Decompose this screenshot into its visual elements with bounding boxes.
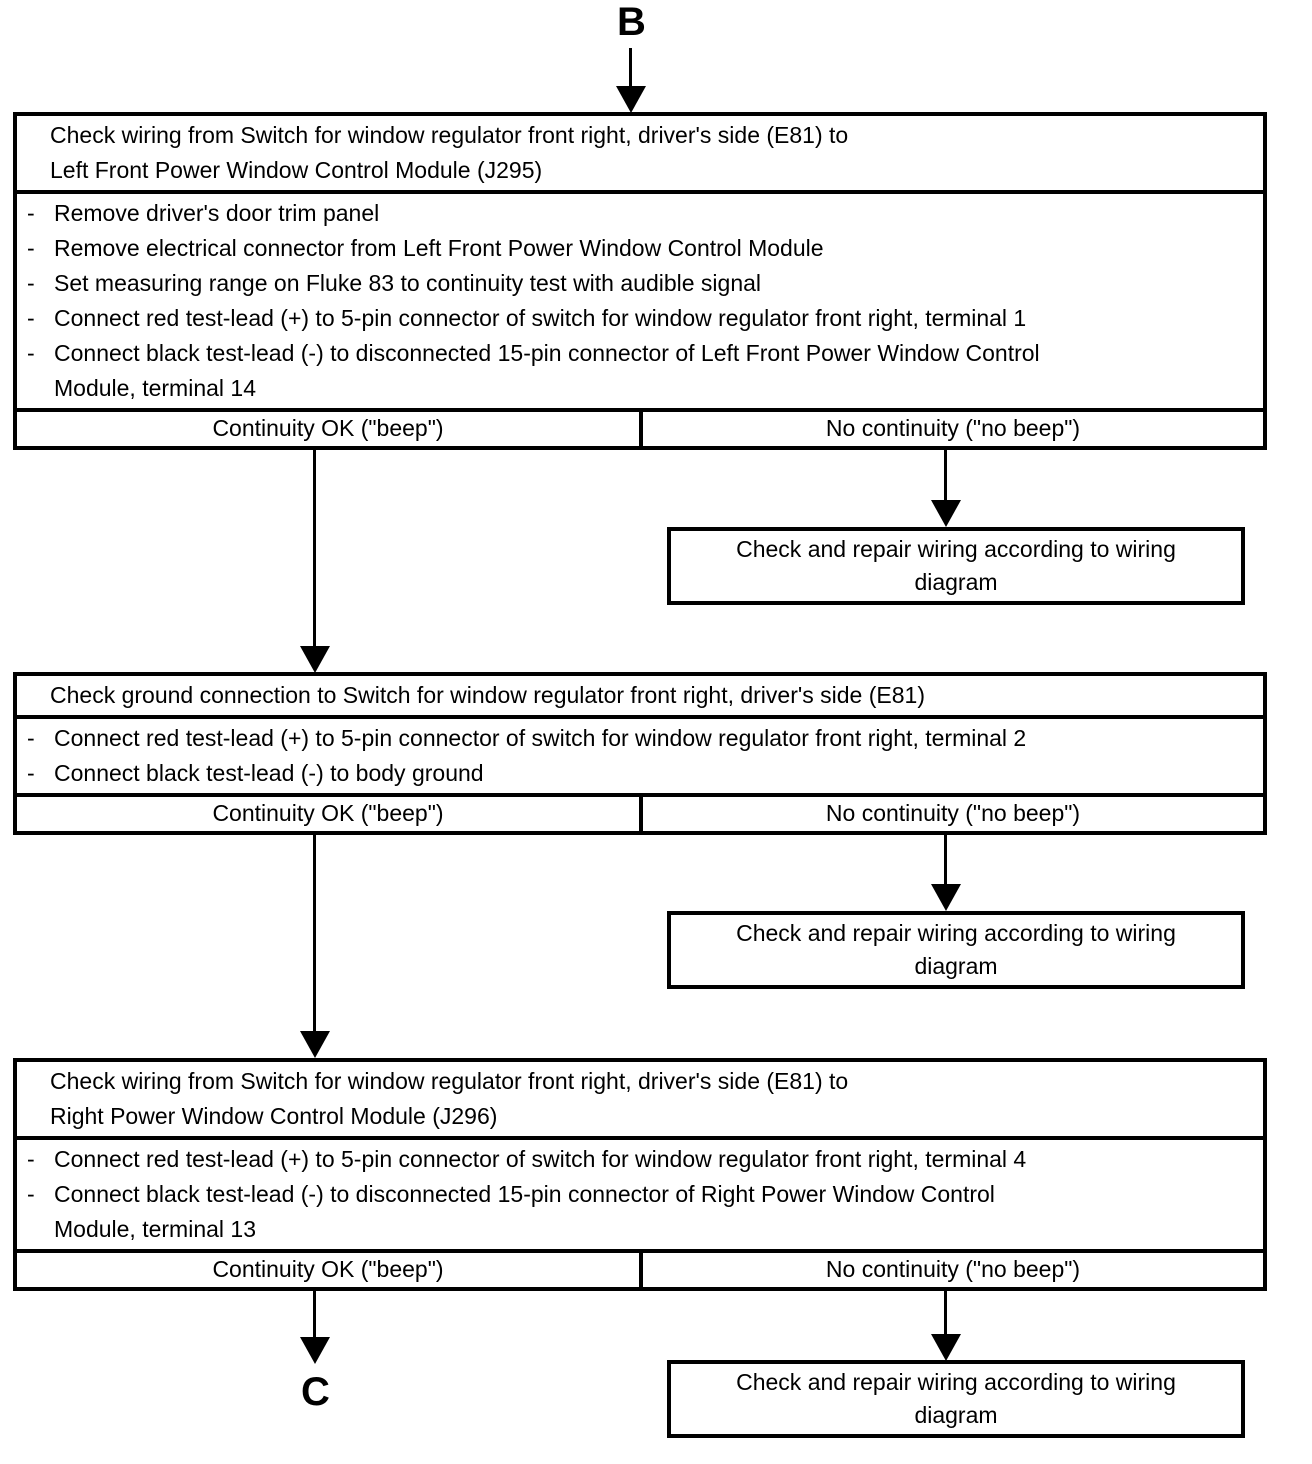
step-item: Connect black test-lead (-) to disconnec… [27,336,1255,406]
arrow-ok3-head-icon [300,1337,330,1364]
section-title: Check ground connection to Switch for wi… [50,682,925,708]
step-text: Connect red test-lead (+) to 5-pin conne… [54,725,1027,751]
arrow-b-line [629,48,632,88]
arrow-ok1-head-icon [300,646,330,673]
flow-section-check-wiring-j295: Check wiring from Switch for window regu… [13,112,1267,450]
section-results-row: Continuity OK ("beep") No continuity ("n… [17,408,1263,446]
repair-instruction-box: Check and repair wiring according to wir… [667,527,1245,605]
connector-label-b: B [617,0,647,44]
step-text: Set measuring range on Fluke 83 to conti… [54,270,762,296]
arrow-ok3-line [313,1289,316,1338]
arrow-fail3-line [944,1289,947,1335]
arrow-ok1-line [313,448,316,647]
result-cell-no-continuity: No continuity ("no beep") [825,415,1081,441]
step-item: Connect black test-lead (-) to disconnec… [27,1177,1255,1247]
section-steps: Connect red test-lead (+) to 5-pin conne… [17,715,1263,793]
step-item: Remove driver's door trim panel [27,196,1255,231]
arrow-ok2-head-icon [300,1031,330,1058]
result-cell-continuity-ok: Continuity OK ("beep") [17,412,643,446]
step-text: Remove driver's door trim panel [54,200,380,226]
flow-section-check-ground: Check ground connection to Switch for wi… [13,672,1267,835]
section-title: Check wiring from Switch for window regu… [50,1068,849,1129]
arrow-fail1-head-icon [931,500,961,527]
step-text: Connect black test-lead (-) to disconnec… [54,340,1040,401]
step-text: Connect red test-lead (+) to 5-pin conne… [54,305,1027,331]
step-item: Connect red test-lead (+) to 5-pin conne… [27,721,1255,756]
section-steps: Connect red test-lead (+) to 5-pin conne… [17,1136,1263,1249]
section-steps: Remove driver's door trim panel Remove e… [17,190,1263,408]
connector-label-c: C [301,1370,331,1414]
repair-instruction-box: Check and repair wiring according to wir… [667,911,1245,989]
step-item: Remove electrical connector from Left Fr… [27,231,1255,266]
step-text: Connect black test-lead (-) to body grou… [54,760,484,786]
step-text: Connect black test-lead (-) to disconnec… [54,1181,995,1242]
arrow-fail2-line [944,835,947,885]
arrow-fail3-head-icon [931,1334,961,1361]
step-item: Connect black test-lead (-) to body grou… [27,756,1255,791]
section-title: Check wiring from Switch for window regu… [50,122,849,183]
step-item: Set measuring range on Fluke 83 to conti… [27,266,1255,301]
result-cell-continuity-ok: Continuity OK ("beep") [17,1253,643,1287]
step-text: Connect red test-lead (+) to 5-pin conne… [54,1146,1027,1172]
section-results-row: Continuity OK ("beep") No continuity ("n… [17,793,1263,831]
flow-section-check-wiring-j296: Check wiring from Switch for window regu… [13,1058,1267,1291]
arrow-fail1-line [944,448,947,501]
result-cell-no-continuity: No continuity ("no beep") [825,1256,1081,1282]
arrow-fail2-head-icon [931,884,961,911]
step-item: Connect red test-lead (+) to 5-pin conne… [27,301,1255,336]
section-results-row: Continuity OK ("beep") No continuity ("n… [17,1249,1263,1287]
repair-instruction-box: Check and repair wiring according to wir… [667,1360,1245,1438]
step-text: Remove electrical connector from Left Fr… [54,235,824,261]
arrow-b-head-icon [616,86,646,113]
result-cell-no-continuity: No continuity ("no beep") [825,800,1081,826]
step-item: Connect red test-lead (+) to 5-pin conne… [27,1142,1255,1177]
result-cell-continuity-ok: Continuity OK ("beep") [17,797,643,831]
arrow-ok2-line [313,835,316,1032]
